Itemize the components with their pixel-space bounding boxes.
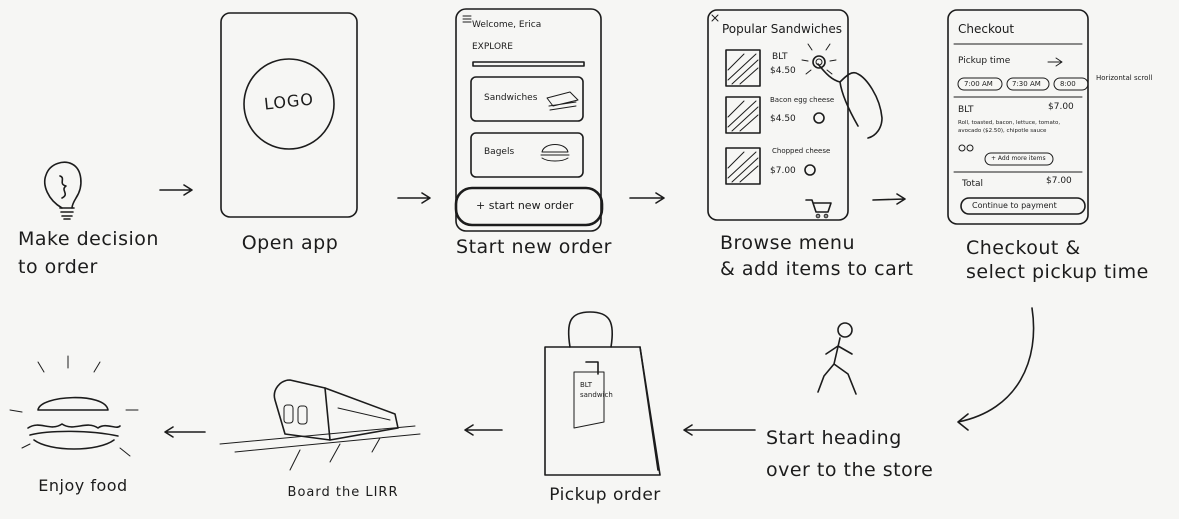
sandwich-icon [9, 355, 139, 457]
phone-open-app [220, 12, 358, 218]
category-sandwiches[interactable]: Sandwiches [484, 93, 538, 103]
browse-title: Popular Sandwiches [722, 22, 842, 36]
continue-to-payment-button[interactable]: Continue to payment [972, 201, 1057, 210]
caption-start-order: Start new order [456, 236, 612, 258]
walking-person-icon [817, 322, 857, 395]
caption-enjoy: Enjoy food [38, 476, 128, 495]
greeting-text: Welcome, Erica [472, 20, 542, 30]
arrow-1 [159, 184, 193, 196]
caption-browse: Browse menu & add items to cart [720, 232, 914, 280]
train-icon [219, 379, 421, 471]
caption-head-over: Start heading over to the store [766, 427, 934, 481]
caption-decide: Make decision to order [18, 228, 159, 278]
item-3-name: Chopped cheese [772, 147, 831, 155]
add-more-items-button[interactable]: + Add more items [991, 155, 1046, 162]
shopping-bag-icon [544, 311, 661, 476]
time-chip-2[interactable]: 7:30 AM [1012, 80, 1041, 88]
arrow-5 [683, 424, 756, 436]
caption-pickup: Pickup order [549, 485, 661, 505]
bag-tag-text: BLT sandwich [580, 381, 613, 399]
cart-item-price: $7.00 [1048, 102, 1074, 112]
cart-item-desc: Roll, toasted, bacon, lettuce, tomato, a… [958, 120, 1061, 134]
lightbulb-icon [44, 161, 82, 220]
arrow-2 [397, 192, 431, 204]
caption-board: Board the LIRR [287, 485, 399, 500]
checkout-title: Checkout [958, 22, 1015, 36]
arrow-7 [164, 426, 206, 438]
item-3-price: $7.00 [770, 166, 796, 176]
total-value: $7.00 [1046, 176, 1072, 186]
time-chip-1[interactable]: 7:00 AM [964, 80, 993, 88]
time-chip-3[interactable]: 8:00 [1060, 80, 1076, 88]
item-1-price: $4.50 [770, 66, 796, 76]
caption-checkout: Checkout & select pickup time [966, 237, 1149, 283]
phone-start-order [454, 8, 604, 232]
cart-item-name: BLT [958, 105, 974, 115]
start-new-order-button[interactable]: + start new order [476, 199, 574, 212]
category-bagels[interactable]: Bagels [484, 147, 515, 157]
arrow-4 [872, 193, 906, 205]
pickup-time-label: Pickup time [958, 56, 1011, 66]
phone-browse [707, 9, 883, 221]
explore-heading: EXPLORE [472, 42, 513, 52]
total-label: Total [962, 179, 984, 189]
item-1-name: BLT [772, 52, 788, 62]
arrow-3 [629, 192, 665, 204]
arrow-6 [464, 424, 503, 436]
item-2-name: Bacon egg cheese [770, 96, 835, 104]
caption-open-app: Open app [241, 232, 339, 254]
arrow-curve [957, 307, 1035, 431]
scroll-note: Horizontal scroll [1096, 74, 1153, 82]
item-2-price: $4.50 [770, 114, 796, 124]
phone-checkout [947, 9, 1089, 225]
